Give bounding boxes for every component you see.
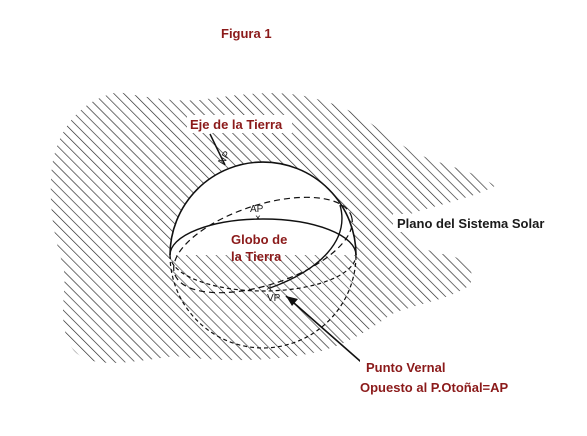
globe-upper-outline (169, 161, 357, 256)
vernal-pointer-line (285, 295, 369, 369)
vp-label: VP (267, 293, 281, 304)
vernal-point-label: Punto Vernal (366, 360, 445, 375)
globe-label-line2: la Tierra (231, 249, 282, 264)
solar-plane-label: Plano del Sistema Solar (397, 216, 544, 231)
globe-lower-outline (169, 254, 357, 349)
earth-axis-label: Eje de la Tierra (190, 117, 283, 132)
vernal-opposite-label: Opuesto al P.Otoñal=AP (360, 380, 509, 395)
vp-cross: × (266, 283, 272, 294)
earth-axis-line (209, 133, 226, 166)
globe-label-line1: Globo de (231, 232, 287, 247)
ap-cross: × (255, 213, 261, 224)
vernal-pointer-arrowhead (286, 296, 298, 306)
ecliptic-ellipse (173, 196, 353, 294)
figure-title: Figura 1 (221, 26, 272, 41)
meridian-line (269, 204, 343, 289)
lower-hemisphere-hatch (170, 255, 356, 348)
ap-label: AP (250, 204, 264, 215)
equator-front (169, 254, 357, 292)
